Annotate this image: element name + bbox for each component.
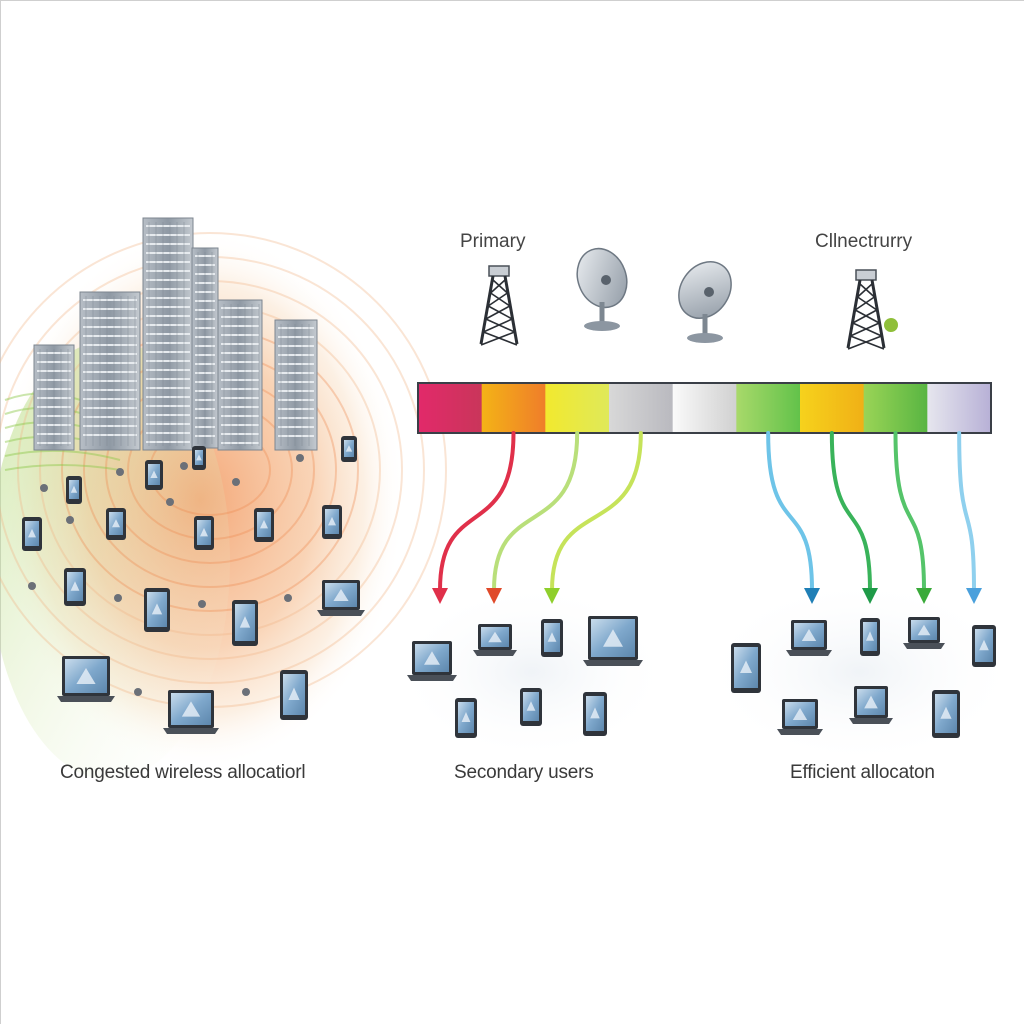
tablet-icon — [106, 508, 126, 540]
allocation-arrows — [432, 431, 982, 604]
green-signal-wave — [4, 464, 121, 471]
tablet-icon — [64, 568, 86, 606]
satellite-dish-icon — [576, 247, 628, 331]
laptop-icon — [786, 620, 832, 656]
tiny-device — [296, 454, 304, 462]
laptop-icon — [407, 641, 457, 681]
tablet-icon — [972, 625, 996, 667]
tablet-icon — [520, 688, 542, 726]
laptop-icon — [57, 656, 115, 702]
tiny-device — [180, 462, 188, 470]
top-border — [0, 0, 1024, 1]
tablet-icon — [341, 436, 357, 462]
building — [191, 247, 219, 449]
efficient-allocation-caption: Efficient allocaton — [790, 762, 935, 783]
top-right-label: Cllnectrurry — [815, 231, 913, 252]
spectrum-band — [736, 383, 801, 433]
tablet-icon — [144, 588, 170, 632]
lattice-tower-icon — [479, 265, 519, 346]
spectrum-bar — [417, 382, 992, 434]
tablet-icon — [145, 460, 163, 490]
spectrum-bar-outline — [417, 382, 992, 434]
allocation-arrow — [893, 431, 932, 604]
laptop-icon — [317, 580, 365, 616]
tablet-icon — [731, 643, 761, 693]
building — [142, 217, 194, 451]
tiny-device — [114, 594, 122, 602]
small-antenna-icon — [884, 318, 898, 332]
laptop-icon — [849, 686, 893, 724]
spectrum-band — [609, 383, 674, 433]
spectrum-band — [927, 383, 992, 433]
city-buildings — [33, 217, 318, 451]
satellite-dish-icon — [678, 261, 732, 343]
allocation-arrow — [829, 431, 878, 604]
tablet-icon — [455, 698, 477, 738]
spectrum-band — [800, 383, 865, 433]
tablet-icon — [66, 476, 82, 504]
tiny-device — [116, 468, 124, 476]
tiny-device — [40, 484, 48, 492]
tablet-icon — [194, 516, 214, 550]
laptop-icon — [163, 690, 219, 734]
tablet-icon — [280, 670, 308, 720]
efficient-allocation-devices — [731, 617, 996, 738]
spectrum-band — [545, 383, 610, 433]
building — [217, 299, 263, 451]
allocation-arrow — [957, 431, 982, 604]
building — [79, 291, 141, 451]
green-signal-wave — [4, 449, 121, 461]
building — [33, 344, 75, 451]
tablet-icon — [322, 505, 342, 539]
tiny-device — [28, 582, 36, 590]
lattice-tower-icon — [846, 269, 886, 350]
tablet-icon — [22, 517, 42, 551]
spectrum-band — [418, 383, 483, 433]
congested-devices — [22, 436, 365, 734]
tablet-icon — [860, 618, 880, 656]
tablet-icon — [192, 446, 206, 470]
laptop-icon — [583, 616, 643, 666]
tiny-device — [284, 594, 292, 602]
tiny-device — [166, 498, 174, 506]
congested-caption: Congested wireless allocatiorl — [60, 762, 306, 783]
tiny-device — [198, 600, 206, 608]
tablet-icon — [232, 600, 258, 646]
tablet-icon — [254, 508, 274, 542]
primary-label: Primary — [460, 231, 526, 252]
tablet-icon — [932, 690, 960, 738]
laptop-icon — [903, 617, 945, 649]
spectrum-band — [672, 383, 737, 433]
tablet-icon — [541, 619, 563, 657]
tablet-icon — [583, 692, 607, 736]
allocation-arrow — [544, 431, 643, 604]
allocation-arrow — [486, 431, 580, 604]
allocation-arrow — [432, 431, 516, 604]
spectrum-band — [863, 383, 928, 433]
secondary-user-devices — [407, 616, 643, 738]
allocation-arrow — [766, 431, 820, 604]
laptop-icon — [473, 624, 517, 656]
tiny-device — [232, 478, 240, 486]
tiny-device — [134, 688, 142, 696]
tiny-device — [242, 688, 250, 696]
laptop-icon — [777, 699, 823, 735]
tiny-device — [66, 516, 74, 524]
towers — [479, 247, 898, 350]
secondary-users-caption: Secondary users — [454, 762, 594, 783]
building — [274, 319, 318, 451]
spectrum-band — [481, 383, 546, 433]
